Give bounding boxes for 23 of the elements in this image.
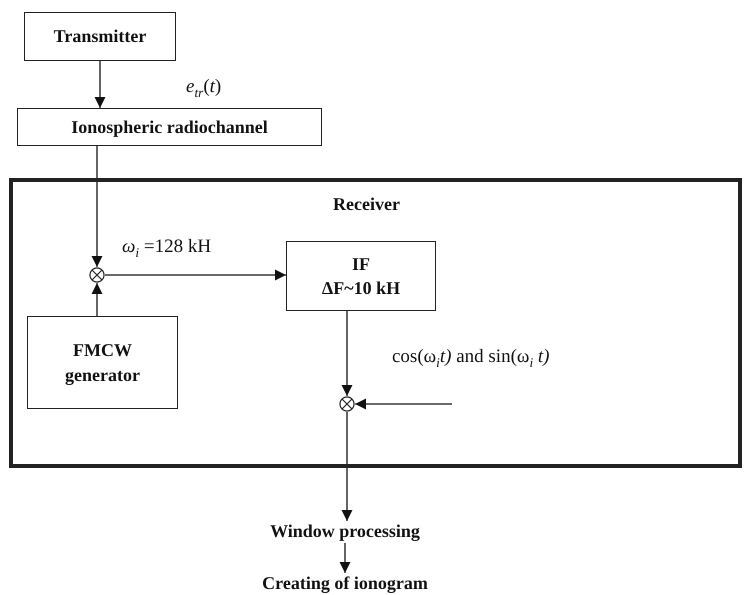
step-label: Window processing xyxy=(245,521,445,543)
arrow xyxy=(342,311,352,396)
arrow xyxy=(92,283,102,316)
arrow xyxy=(105,270,286,280)
process-box xyxy=(24,12,176,61)
box-text: Ionospheric radiochannel xyxy=(71,116,268,139)
arrow xyxy=(342,412,352,521)
arrow xyxy=(92,146,102,267)
process-box xyxy=(17,108,322,146)
arrow xyxy=(340,543,350,573)
receiver-frame xyxy=(9,178,742,468)
box-text: IF xyxy=(352,252,370,276)
process-box xyxy=(27,316,178,409)
box-text: FMCW generator xyxy=(64,339,141,387)
arrow xyxy=(94,61,106,108)
mixer-symbol xyxy=(339,396,355,412)
step-label: Creating of ionogram xyxy=(230,573,460,595)
process-box xyxy=(286,241,436,311)
arrow xyxy=(355,398,452,410)
box-text: Transmitter xyxy=(54,25,146,48)
frame-title: Receiver xyxy=(333,194,400,215)
mixer-symbol xyxy=(89,267,105,283)
box-text: ΔF~10 kH xyxy=(322,277,400,300)
